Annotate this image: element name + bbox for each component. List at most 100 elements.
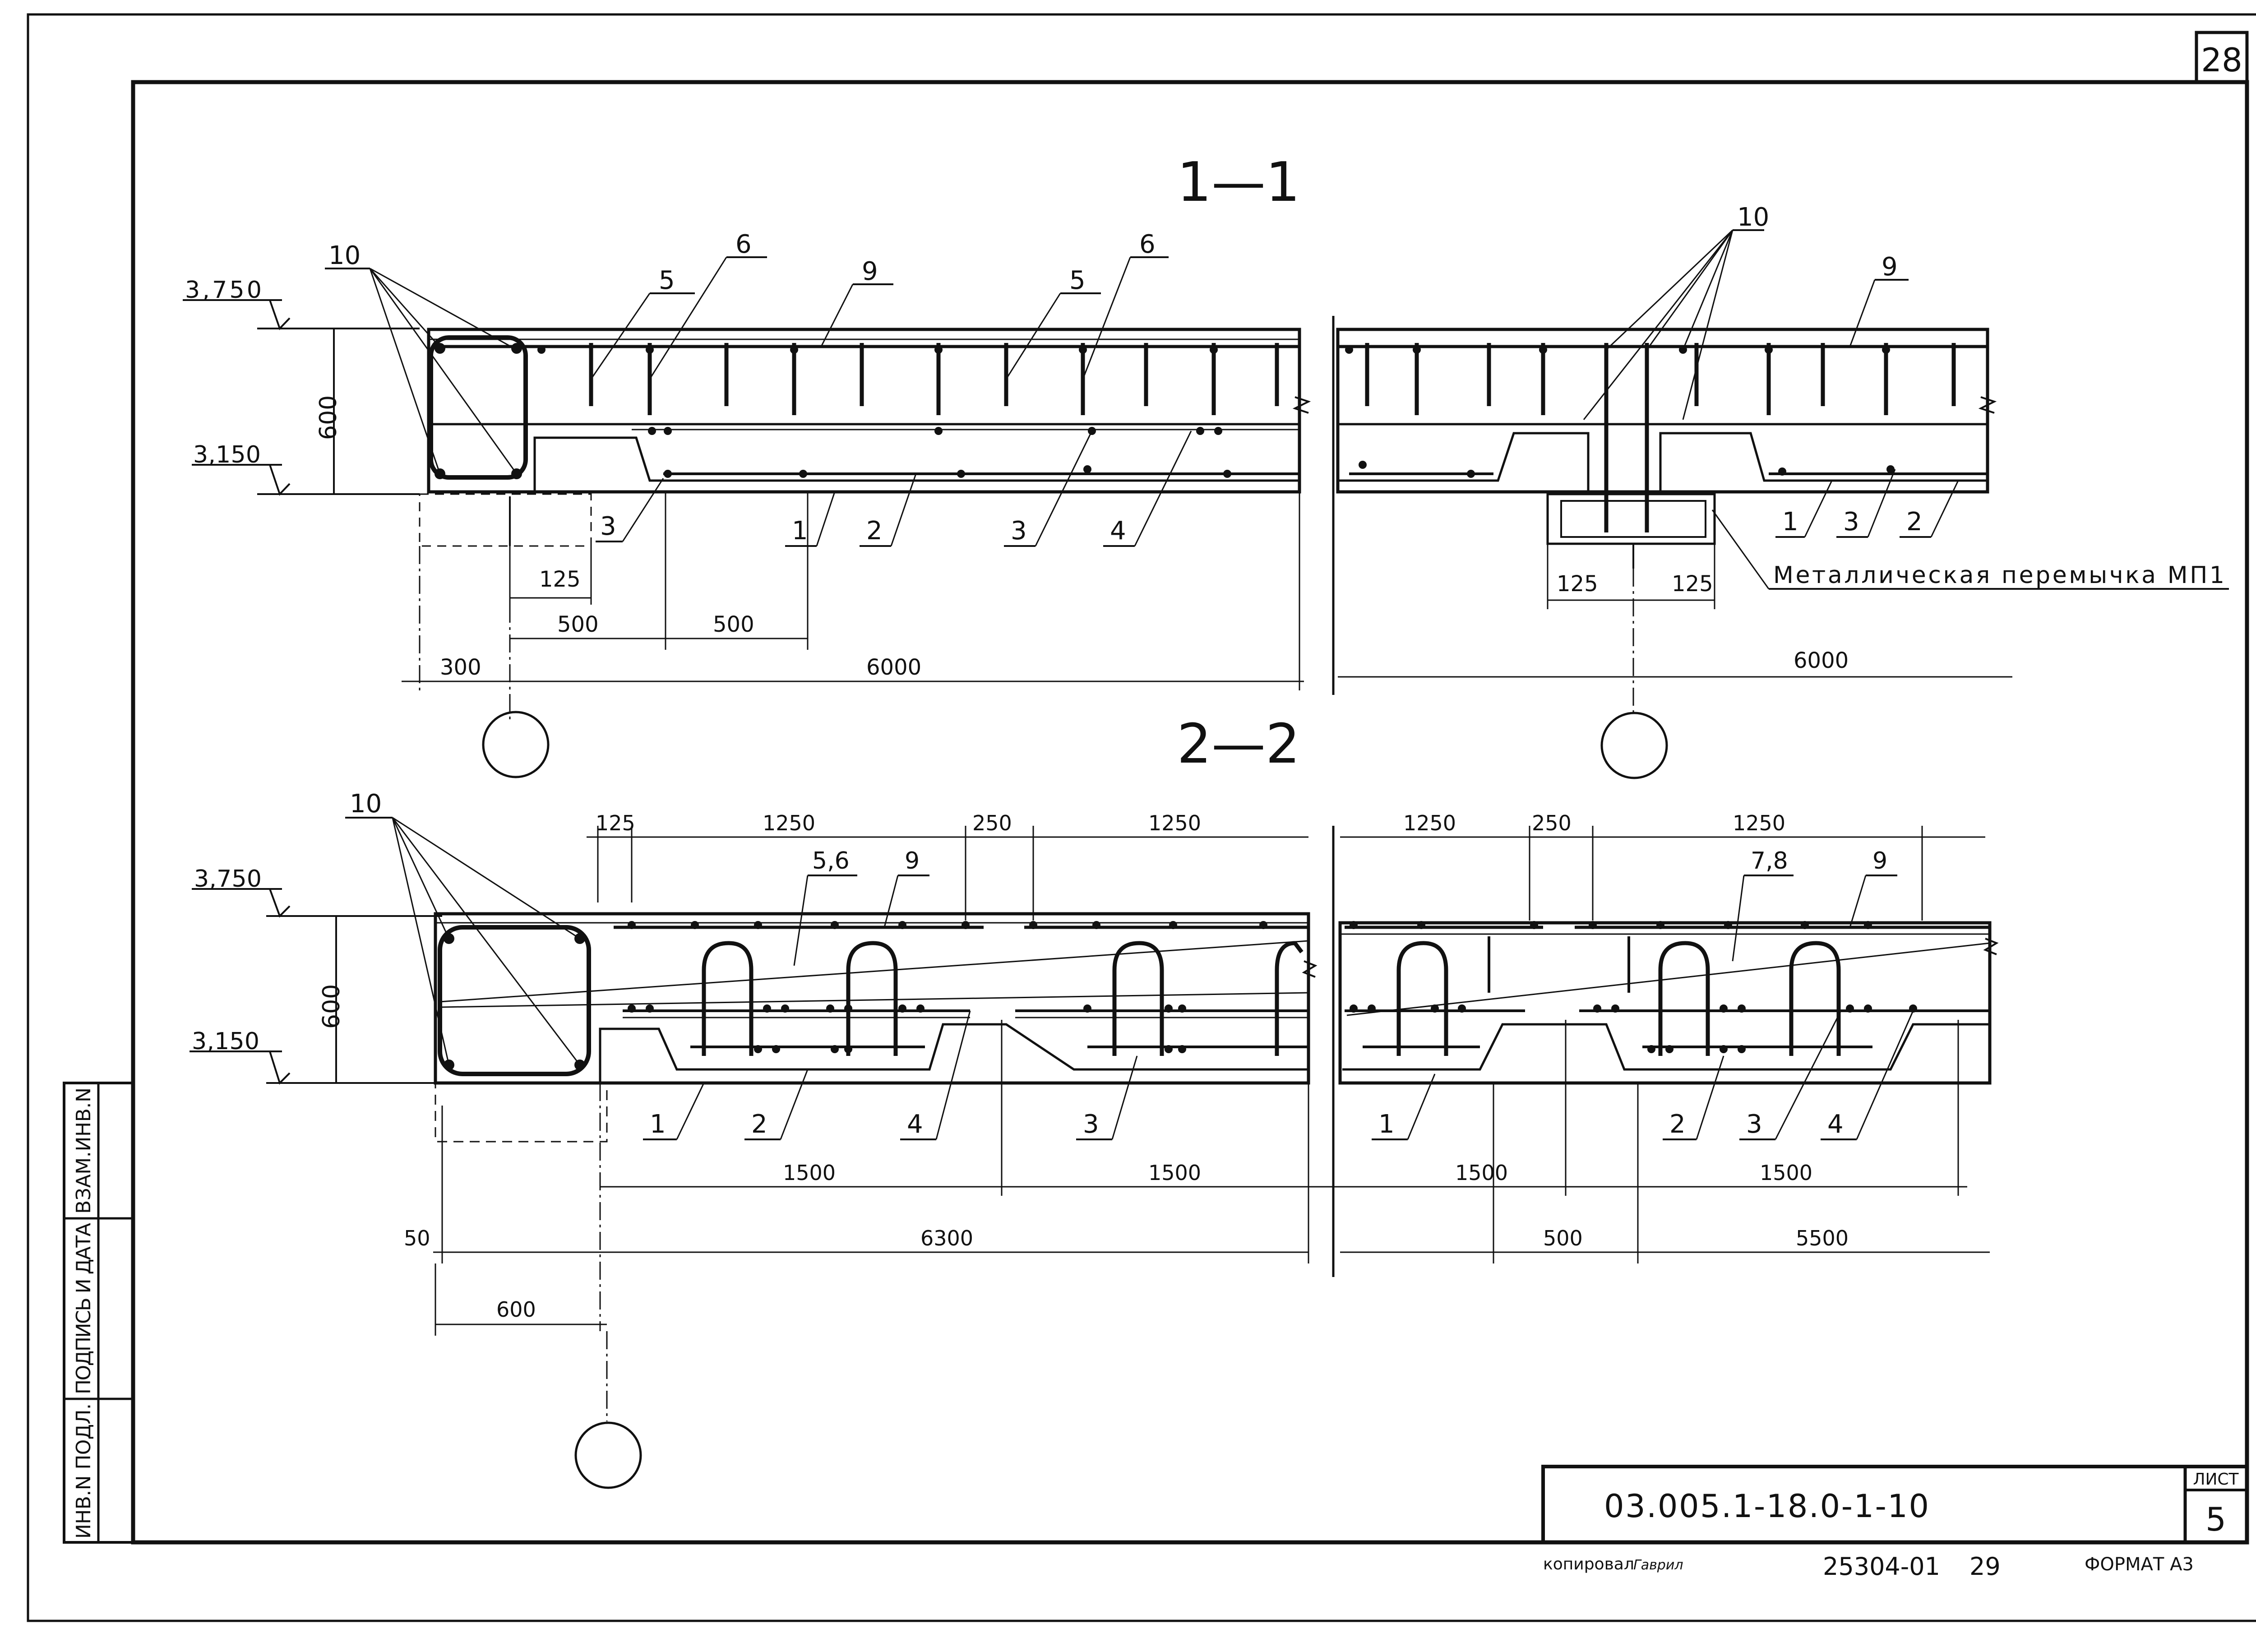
- svg-text:3: 3: [1011, 516, 1027, 546]
- svg-text:7,8: 7,8: [1751, 847, 1788, 875]
- format-label: ФОРМАТ А3: [2085, 1554, 2194, 1575]
- svg-text:1: 1: [792, 516, 808, 546]
- svg-text:1250: 1250: [1148, 811, 1201, 835]
- archive-page: 29: [1969, 1552, 2001, 1581]
- panel-2-2-right: [1332, 826, 1999, 1277]
- svg-text:10: 10: [1737, 203, 1769, 232]
- stirrups-left: [589, 343, 1279, 415]
- rebar-dots-left: [537, 346, 1231, 478]
- list-number: 5: [2205, 1500, 2226, 1538]
- elevation-bottom-2: 3,150: [190, 1028, 442, 1085]
- svg-text:1: 1: [1378, 1110, 1395, 1139]
- section-1-1-title: 1—1: [1177, 151, 1300, 214]
- svg-text:125: 125: [1672, 571, 1713, 597]
- dims-1-1-right: 125 125 6000: [1338, 544, 2012, 779]
- height-dim-2: 600: [318, 984, 345, 1029]
- dims-2-2-top: 125 1250 250 1250 1250 250 1250: [587, 811, 1985, 921]
- copied-label: копировал: [1543, 1555, 1634, 1573]
- svg-text:500: 500: [713, 612, 754, 637]
- outer-border: [27, 13, 2256, 1622]
- copied-signature: Гаврил: [1633, 1557, 1683, 1573]
- svg-text:125: 125: [1557, 571, 1598, 597]
- axis-marker-1: [482, 711, 550, 778]
- svg-text:1500: 1500: [1455, 1161, 1508, 1185]
- svg-text:3: 3: [1083, 1110, 1099, 1139]
- svg-text:300: 300: [440, 655, 481, 680]
- svg-text:5: 5: [1069, 266, 1086, 295]
- svg-text:6: 6: [1139, 230, 1156, 259]
- svg-text:125: 125: [539, 567, 581, 592]
- metal-lintel: [1546, 493, 1716, 545]
- svg-text:600: 600: [496, 1297, 536, 1322]
- height-dim-1: 600: [315, 395, 342, 440]
- svg-text:4: 4: [1827, 1110, 1844, 1139]
- svg-text:1: 1: [1782, 507, 1798, 537]
- corner-number: 28: [2201, 41, 2242, 79]
- svg-text:500: 500: [557, 612, 599, 637]
- svg-text:2: 2: [751, 1110, 767, 1139]
- svg-text:500: 500: [1543, 1226, 1583, 1250]
- footer: копировал Гаврил 25304-01 29 ФОРМАТ А3: [1543, 1552, 2194, 1581]
- callout-2-2-10: 10: [345, 789, 581, 1065]
- svg-text:10: 10: [350, 789, 382, 819]
- svg-text:2: 2: [866, 516, 883, 546]
- svg-text:1500: 1500: [783, 1161, 836, 1185]
- svg-text:5500: 5500: [1796, 1226, 1849, 1250]
- callouts-1-1-bottom-left: 3 1 2 3 4: [596, 430, 1192, 547]
- svg-text:2: 2: [1669, 1110, 1686, 1139]
- svg-text:50: 50: [404, 1226, 430, 1250]
- svg-text:10: 10: [328, 241, 361, 270]
- document-code: 03.005.1-18.0-1-10: [1604, 1488, 1929, 1525]
- svg-text:1: 1: [650, 1110, 666, 1139]
- list-label: ЛИСТ: [2193, 1470, 2239, 1489]
- callouts-2-2-bottom: 1 2 4 3 1 2 3 4: [643, 1010, 1914, 1140]
- svg-text:9: 9: [862, 257, 878, 286]
- archive-number: 25304-01: [1823, 1552, 1940, 1581]
- corner-number-box: 28: [2195, 31, 2249, 84]
- lintel-callout: Металлическая перемычка МП1: [1711, 509, 2229, 590]
- panel-2-2-left: [434, 912, 1318, 1143]
- svg-text:Металлическая перемычка МП1: Металлическая перемычка МП1: [1773, 562, 2224, 589]
- callouts-2-2-top: 5,6 9 7,8 9: [793, 847, 1897, 966]
- svg-text:4: 4: [907, 1110, 923, 1139]
- svg-text:1500: 1500: [1148, 1161, 1201, 1185]
- svg-text:6000: 6000: [866, 655, 921, 680]
- svg-text:6: 6: [735, 230, 752, 259]
- callouts-1-1-bottom-right: 1 3 2: [1775, 469, 1959, 538]
- svg-text:3: 3: [1746, 1110, 1762, 1139]
- section-2-2: 2—2 3,750 3,150 600: [190, 713, 1999, 1489]
- svg-text:4: 4: [1110, 516, 1126, 546]
- svg-text:9: 9: [1882, 252, 1898, 282]
- section-2-2-title: 2—2: [1177, 713, 1300, 776]
- svg-text:1250: 1250: [1403, 811, 1456, 835]
- elevation-top-1: 3,750: [183, 277, 420, 330]
- elevation-top-2: 3,750: [192, 865, 442, 918]
- stamp-signature-date: ПОДПИСЬ И ДАТА: [72, 1223, 95, 1394]
- svg-text:2: 2: [1906, 507, 1923, 537]
- svg-text:9: 9: [1872, 847, 1887, 875]
- axis-marker-2: [1600, 712, 1668, 779]
- stamp-replaced-inv: ВЗАМ.ИНВ.N: [72, 1087, 95, 1214]
- side-stamp: ИНВ.N ПОДЛ. ПОДПИСЬ И ДАТА ВЗАМ.ИНВ.N: [63, 1082, 134, 1544]
- svg-text:125: 125: [596, 811, 635, 835]
- svg-text:5: 5: [659, 266, 675, 295]
- svg-text:3: 3: [600, 512, 616, 541]
- dims-1-1-left: 125 500 500 300 6000: [402, 492, 1304, 778]
- svg-text:1250: 1250: [1733, 811, 1785, 835]
- svg-text:250: 250: [972, 811, 1012, 835]
- panel-1-1-right: [1332, 316, 1997, 695]
- svg-text:1500: 1500: [1760, 1161, 1812, 1185]
- svg-text:250: 250: [1532, 811, 1572, 835]
- axis-marker-3: [574, 1421, 642, 1489]
- callouts-1-1-right: 10 9: [1583, 203, 1909, 420]
- svg-text:6000: 6000: [1794, 648, 1849, 673]
- dims-2-2-bottom: 1500 1500 1500 1500 50 6300 500 5500 600: [404, 1020, 1990, 1489]
- svg-text:1250: 1250: [763, 811, 815, 835]
- inner-frame: [131, 80, 2249, 1545]
- svg-text:5,6: 5,6: [812, 847, 850, 875]
- panel-1-1-left: [419, 328, 1311, 547]
- svg-text:3: 3: [1843, 507, 1859, 537]
- elevation-bottom-1: 3,150: [192, 441, 420, 496]
- section-1-1: 1—1 3,750 3,150 600: [183, 151, 2229, 779]
